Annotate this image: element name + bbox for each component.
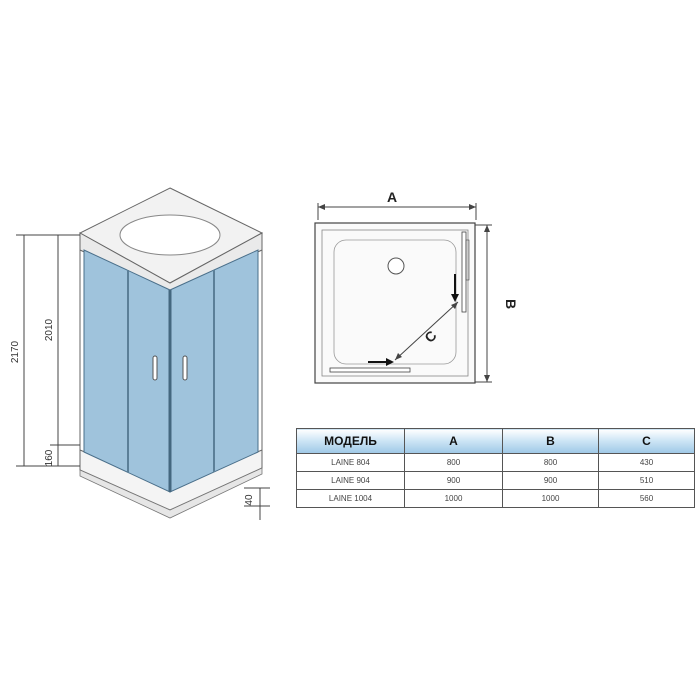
table-row: LAINE 904 900 900 510 [296, 471, 695, 490]
dim-base-offset: 40 [244, 494, 255, 506]
header-model: МОДЕЛЬ [296, 428, 405, 454]
plan-tray-outline [314, 222, 476, 384]
right-door-handle [182, 355, 188, 381]
cell-model: LAINE 804 [296, 453, 405, 472]
table-row: LAINE 804 800 800 430 [296, 453, 695, 472]
label-b: B [503, 299, 519, 309]
label-a: A [387, 189, 397, 205]
cell-c: 560 [598, 489, 695, 508]
dim-total-height: 2170 [10, 340, 21, 363]
cell-a: 900 [404, 471, 503, 490]
left-door-handle [152, 355, 158, 381]
spec-table-header: МОДЕЛЬ A B C [296, 428, 695, 454]
cell-c: 430 [598, 453, 695, 472]
cell-c: 510 [598, 471, 695, 490]
drain-icon [387, 257, 405, 275]
front-dimensions [16, 234, 270, 520]
cell-a: 800 [404, 453, 503, 472]
ceiling-shower-disc [119, 214, 221, 256]
plan-view [314, 203, 492, 384]
table-row: LAINE 1004 1000 1000 560 [296, 489, 695, 508]
cell-b: 1000 [502, 489, 599, 508]
dim-cabin-height: 2010 [44, 318, 55, 341]
door-arrow-down-icon [451, 294, 459, 302]
diagonal-c [394, 301, 459, 361]
cell-b: 900 [502, 471, 599, 490]
header-b: B [502, 428, 599, 454]
header-a: A [404, 428, 503, 454]
cell-model: LAINE 904 [296, 471, 405, 490]
door-arrow-right-icon [386, 358, 394, 366]
dim-base-height: 160 [44, 449, 55, 466]
cell-b: 800 [502, 453, 599, 472]
shower-cabin-3d [78, 187, 264, 519]
header-c: C [598, 428, 695, 454]
cell-model: LAINE 1004 [296, 489, 405, 508]
cell-a: 1000 [404, 489, 503, 508]
spec-table: МОДЕЛЬ A B C LAINE 804 800 800 430 LAINE… [296, 428, 695, 508]
